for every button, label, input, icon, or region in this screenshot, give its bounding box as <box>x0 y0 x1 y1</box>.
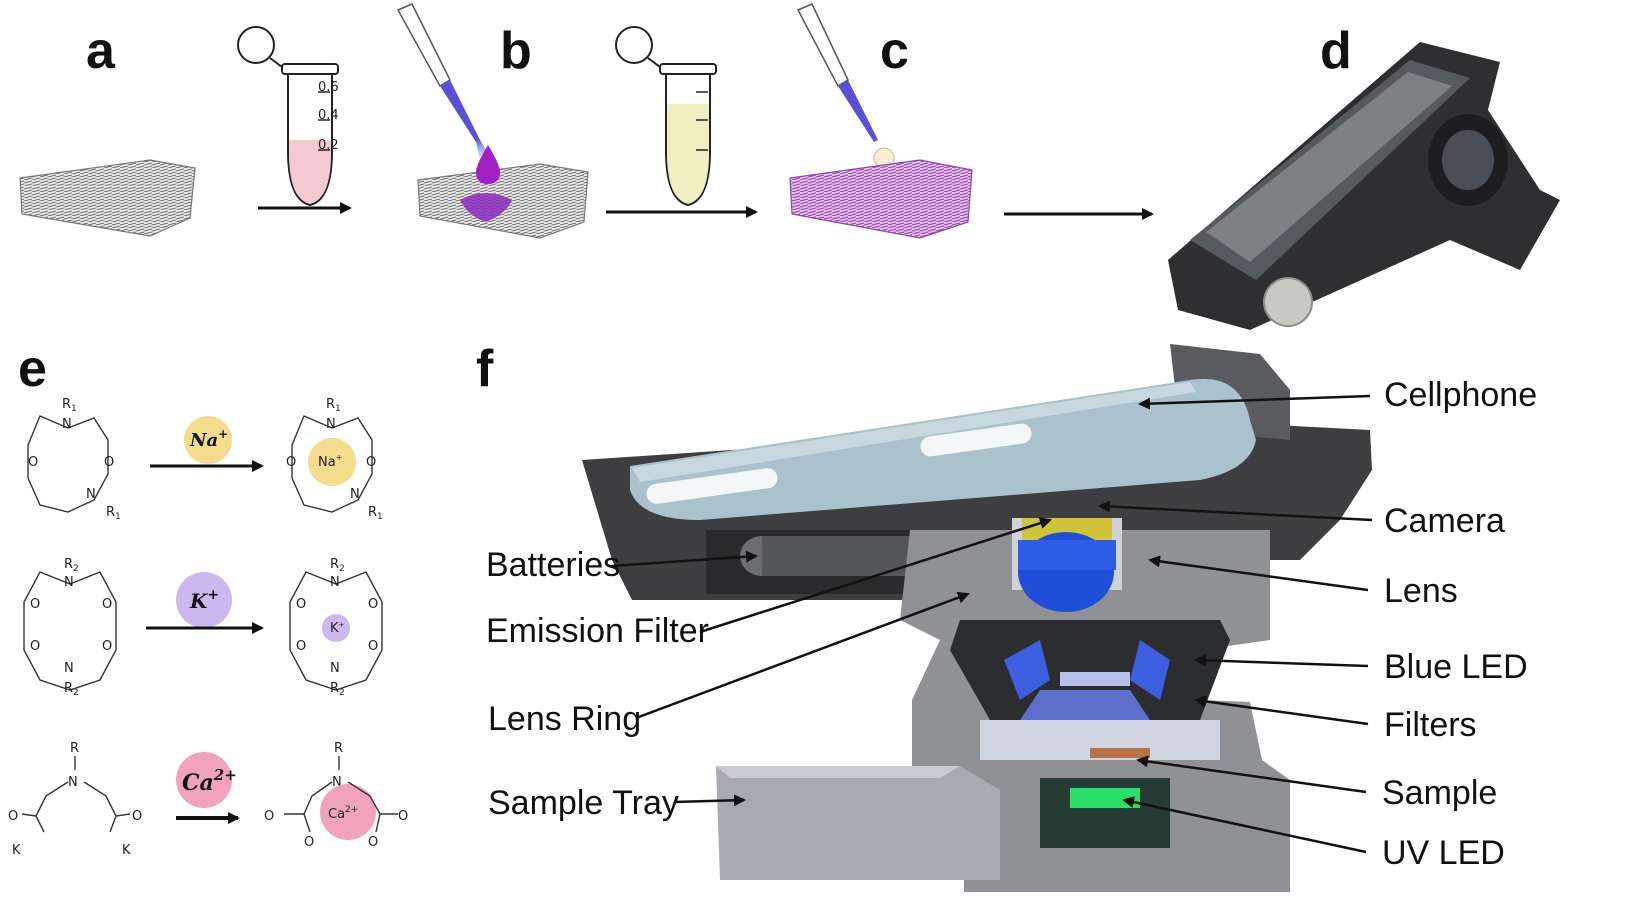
chem-r1-bottom: R1 <box>106 505 121 522</box>
chem-n6: N <box>64 661 74 676</box>
chem-k1: K <box>12 843 21 858</box>
panel-label-e: e <box>18 340 47 398</box>
cellphone-device-photo <box>1168 42 1560 330</box>
chem-o5: O <box>30 597 40 612</box>
panel-label-b: b <box>500 22 532 80</box>
crown-ether-k-bound: K+ N R2 O O O O N R2 <box>289 557 383 698</box>
ion-badge-na <box>184 416 232 464</box>
chem-o11: O <box>296 639 306 654</box>
chem-r1-top-b: R1 <box>326 397 341 414</box>
microtube-yellow-icon <box>615 26 717 207</box>
bound-ion-na: Na+ <box>318 453 342 470</box>
callout-line-filters <box>1194 695 1369 726</box>
ion-badge-k <box>176 572 232 628</box>
callout-line-lens-ring <box>635 591 970 720</box>
label-emission-filter: Emission Filter <box>486 612 709 650</box>
chem-o6: O <box>102 597 112 612</box>
crown-ether-na-bound: Na+ N R1 O O N R1 <box>286 397 383 522</box>
ion-badge-ca <box>176 752 232 808</box>
pipette-b-icon <box>396 3 492 160</box>
crown-ether-na-free: N R1 O O N R1 <box>27 397 121 522</box>
chelator-ca-free: R N O O K K <box>8 741 142 858</box>
label-filters: Filters <box>1384 706 1477 744</box>
ion-label-na: Na+ <box>189 427 228 451</box>
chem-o13: O <box>8 809 18 824</box>
label-batteries: Batteries <box>486 546 620 584</box>
chem-n1: N <box>62 417 72 432</box>
paper-substrate-c <box>789 159 973 239</box>
microtube-pink-icon: 0.6 0.4 0.2 <box>237 26 339 207</box>
label-uv-led: UV LED <box>1382 834 1505 872</box>
chem-n10: N <box>332 775 342 790</box>
paper-substrate-a <box>19 159 196 237</box>
callout-line-lens <box>1148 555 1369 592</box>
label-camera: Camera <box>1384 502 1505 540</box>
chem-o9: O <box>296 597 306 612</box>
chem-o14: O <box>132 809 142 824</box>
chem-o1: O <box>28 455 38 470</box>
bound-ion-k: K+ <box>330 621 345 636</box>
panel-label-c: c <box>880 22 909 80</box>
callout-line-sample <box>1136 755 1367 794</box>
tube-mark-mid: 0.4 <box>318 108 339 123</box>
callout-line-sample-tray <box>673 794 746 807</box>
label-sample-tray: Sample Tray <box>488 784 679 822</box>
label-sample: Sample <box>1382 774 1497 812</box>
bound-ion-ca: Ca2+ <box>328 805 358 822</box>
ion-label-ca: Ca2+ <box>182 766 237 796</box>
chem-r-top-b: R <box>334 741 343 756</box>
chem-o17: O <box>304 835 314 850</box>
callout-line-camera <box>1098 500 1373 522</box>
chem-o8: O <box>102 639 112 654</box>
chem-o2: O <box>104 455 114 470</box>
panel-label-d: d <box>1320 22 1352 80</box>
callout-line-blue-led <box>1194 654 1369 668</box>
callout-line-batteries <box>611 550 758 568</box>
chem-o3: O <box>286 455 296 470</box>
chem-n8: N <box>330 661 340 676</box>
chem-o7: O <box>30 639 40 654</box>
callout-line-cellphone <box>1138 394 1371 410</box>
chem-k2: K <box>122 843 131 858</box>
ion-label-k: K+ <box>189 587 219 613</box>
chem-n5: N <box>64 575 74 590</box>
tube-mark-low: 0.2 <box>318 138 339 153</box>
label-lens-ring: Lens Ring <box>488 700 641 738</box>
panel-label-f: f <box>476 340 494 398</box>
chem-o4: O <box>366 455 376 470</box>
chem-r2-top: R2 <box>64 557 79 574</box>
chem-r2-top-b: R2 <box>330 557 345 574</box>
callout-line-uv-led <box>1122 796 1367 854</box>
callout-line-emission-filter <box>699 517 1052 634</box>
device-cutaway <box>582 344 1372 892</box>
panel-label-a: a <box>86 22 116 80</box>
chem-r1-top: R1 <box>62 397 77 414</box>
chem-r2-bottom: R2 <box>64 681 79 698</box>
tube-mark-top: 0.6 <box>318 80 339 95</box>
chem-n7: N <box>330 575 340 590</box>
chem-n4: N <box>350 487 360 502</box>
paper-substrate-b <box>417 145 589 239</box>
chem-n2: N <box>86 487 96 502</box>
label-blue-led: Blue LED <box>1384 648 1528 686</box>
coin-icon <box>1263 277 1313 327</box>
chem-o15: O <box>264 809 274 824</box>
chem-r2-bottom-b: R2 <box>330 681 345 698</box>
label-lens: Lens <box>1384 572 1458 610</box>
chem-o12: O <box>368 639 378 654</box>
label-cellphone: Cellphone <box>1384 376 1537 414</box>
chelator-ca-bound: R N Ca2+ O O O O <box>264 741 408 850</box>
chem-n9: N <box>68 775 78 790</box>
chem-n3: N <box>326 417 336 432</box>
chem-o18: O <box>368 835 378 850</box>
pipette-c-icon <box>796 3 895 169</box>
chem-o16: O <box>398 809 408 824</box>
chem-r1-bottom-b: R1 <box>368 505 383 522</box>
chem-o10: O <box>368 597 378 612</box>
crown-ether-k-free: N R2 O O O O N R2 <box>23 557 117 698</box>
chem-r-top: R <box>70 741 79 756</box>
